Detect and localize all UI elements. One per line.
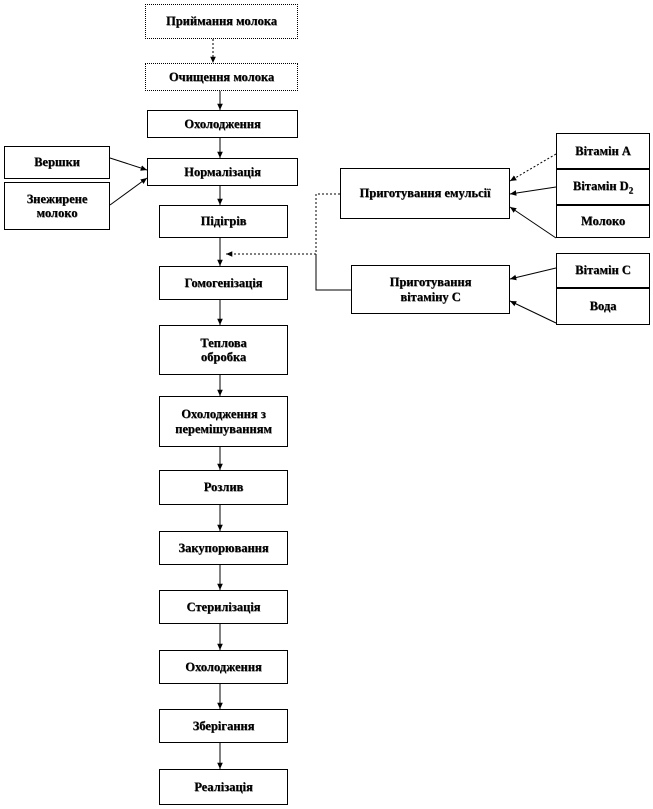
edge-vitamin-c-prep (509, 267, 557, 281)
node-pryhotuvannia-emulsii: Приготування емульсії (340, 168, 510, 219)
node-vitamin-a: Вітамін А (556, 133, 650, 169)
node-sterylizatsiia: Стерилізація (159, 590, 288, 624)
node-okholodzhennia-2: Охолодження (159, 650, 288, 684)
edge-vitamin-d2-emulsiia (509, 186, 557, 196)
node-vershky: Вершки (4, 146, 110, 179)
edge-voda-prep (509, 300, 557, 324)
node-okholodzhennia: Охолодження (147, 110, 298, 138)
node-pryhotuvannia-vitaminu-c: Приготування вітаміну С (351, 265, 510, 314)
edge-vitamin-a-emulsiia (509, 153, 557, 182)
node-ochyshchennia-moloka: Очищення молока (145, 63, 298, 91)
node-teplova-obrobka: Теплова обробка (159, 325, 288, 375)
node-prijmannia-moloka: Приймання молока (145, 4, 298, 39)
node-vitamin-d2: Вітамін D2 (556, 169, 650, 205)
edge-vershky-normalizatsiia (109, 157, 148, 171)
node-moloko: Молоко (556, 205, 650, 238)
vitamin-d2-subscript: 2 (628, 185, 634, 196)
node-vitamin-c: Вітамін С (556, 253, 650, 288)
node-znezhyrene-moloko: Знежирене молоко (4, 182, 110, 230)
edge-vitamin-c-merge (315, 254, 351, 291)
vitamin-d2-label: Вітамін D (572, 178, 629, 193)
node-rozlyv: Розлив (159, 470, 288, 505)
node-zakuporiuvannia: Закупорювання (159, 531, 288, 565)
node-voda: Вода (556, 288, 650, 325)
node-zberigannia: Зберігання (159, 709, 288, 743)
node-pidigriv: Підігрів (159, 205, 288, 238)
edge-emulsiia-merge (226, 193, 340, 257)
node-okholodzhennia-z-peremishuvanniam: Охолодження з перемішуванням (159, 396, 288, 447)
node-realizatsiia: Реалізація (159, 769, 288, 805)
node-normalizatsiia: Нормалізація (147, 158, 298, 186)
edge-znezhyrene-normalizatsiia (109, 177, 148, 206)
node-gomogenizatsiia: Гомогенізація (159, 266, 288, 300)
edge-moloko-emulsiia (509, 206, 557, 239)
